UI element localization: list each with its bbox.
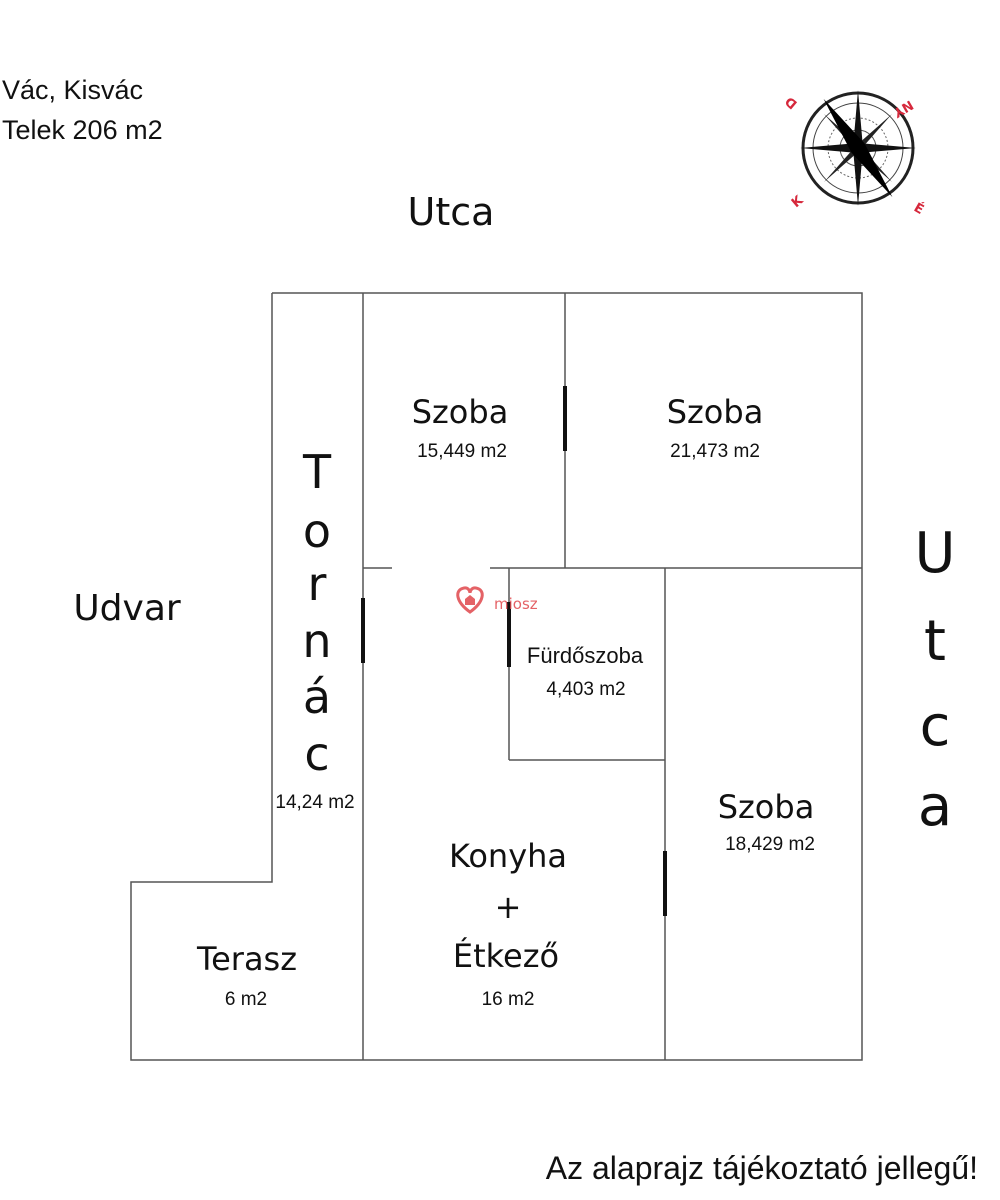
room-name: Szoba (667, 393, 764, 431)
heart-house-logo-icon (456, 586, 484, 614)
outer-wall (130, 292, 863, 1061)
street-top-label: Utca (408, 190, 495, 234)
room-terasz: Terasz 6 m2 (196, 940, 297, 1010)
room-area: 15,449 m2 (417, 441, 507, 462)
yard-label: Udvar (73, 588, 181, 629)
watermark-text: miosz (494, 595, 538, 613)
compass-label-e: É (911, 200, 927, 218)
room-furdoszoba: Fürdőszoba 4,403 m2 (527, 643, 644, 700)
tornac-letter: c (304, 727, 329, 781)
room-name-line-3: Étkező (453, 937, 559, 975)
street-right-letter: a (918, 774, 952, 839)
tornac-letter: T (302, 445, 332, 499)
room-name-line-2: + (495, 888, 522, 926)
room-szoba-3: Szoba 18,429 m2 (718, 788, 815, 855)
room-name: Terasz (196, 940, 297, 978)
room-name-line-1: Konyha (449, 837, 567, 875)
doors (361, 386, 667, 916)
room-konyha-etkezo: Konyha + Étkező 16 m2 (449, 837, 567, 1010)
room-name: Szoba (412, 393, 509, 431)
plot-size-label: Telek 206 m2 (2, 115, 163, 145)
plan-header: Vác, Kisvác Telek 206 m2 (2, 70, 163, 150)
tornac-letter: r (308, 557, 327, 611)
street-right-label: U t c a (915, 521, 956, 839)
street-right-letter: t (924, 609, 946, 674)
room-name: Fürdőszoba (527, 643, 644, 668)
room-area: 18,429 m2 (725, 834, 815, 855)
compass-rose-icon: É K D NY (783, 90, 927, 218)
street-right-letter: c (920, 694, 951, 759)
room-szoba-2: Szoba 21,473 m2 (667, 393, 764, 462)
room-area: 4,403 m2 (546, 679, 625, 700)
street-right-letter: U (915, 521, 956, 586)
disclaimer-note: Az alaprajz tájékoztató jellegű! (545, 1150, 978, 1186)
compass-label-k: K (789, 193, 807, 212)
room-area: 21,473 m2 (670, 441, 760, 462)
room-area: 16 m2 (482, 989, 535, 1010)
room-name: Szoba (718, 788, 815, 826)
tornac-letter: á (303, 670, 331, 724)
walls (130, 292, 863, 1061)
room-tornac: T o r n á c 14,24 m2 (275, 445, 354, 813)
room-area: 6 m2 (225, 989, 267, 1010)
tornac-letter: n (302, 614, 331, 668)
compass-label-d: D (783, 93, 801, 112)
compass-label-ny: NY (890, 97, 916, 120)
room-area: 14,24 m2 (275, 792, 354, 813)
location-label: Vác, Kisvác (2, 75, 144, 105)
room-szoba-1: Szoba 15,449 m2 (412, 393, 509, 462)
tornac-letter: o (303, 504, 331, 558)
watermark: miosz (456, 586, 538, 614)
